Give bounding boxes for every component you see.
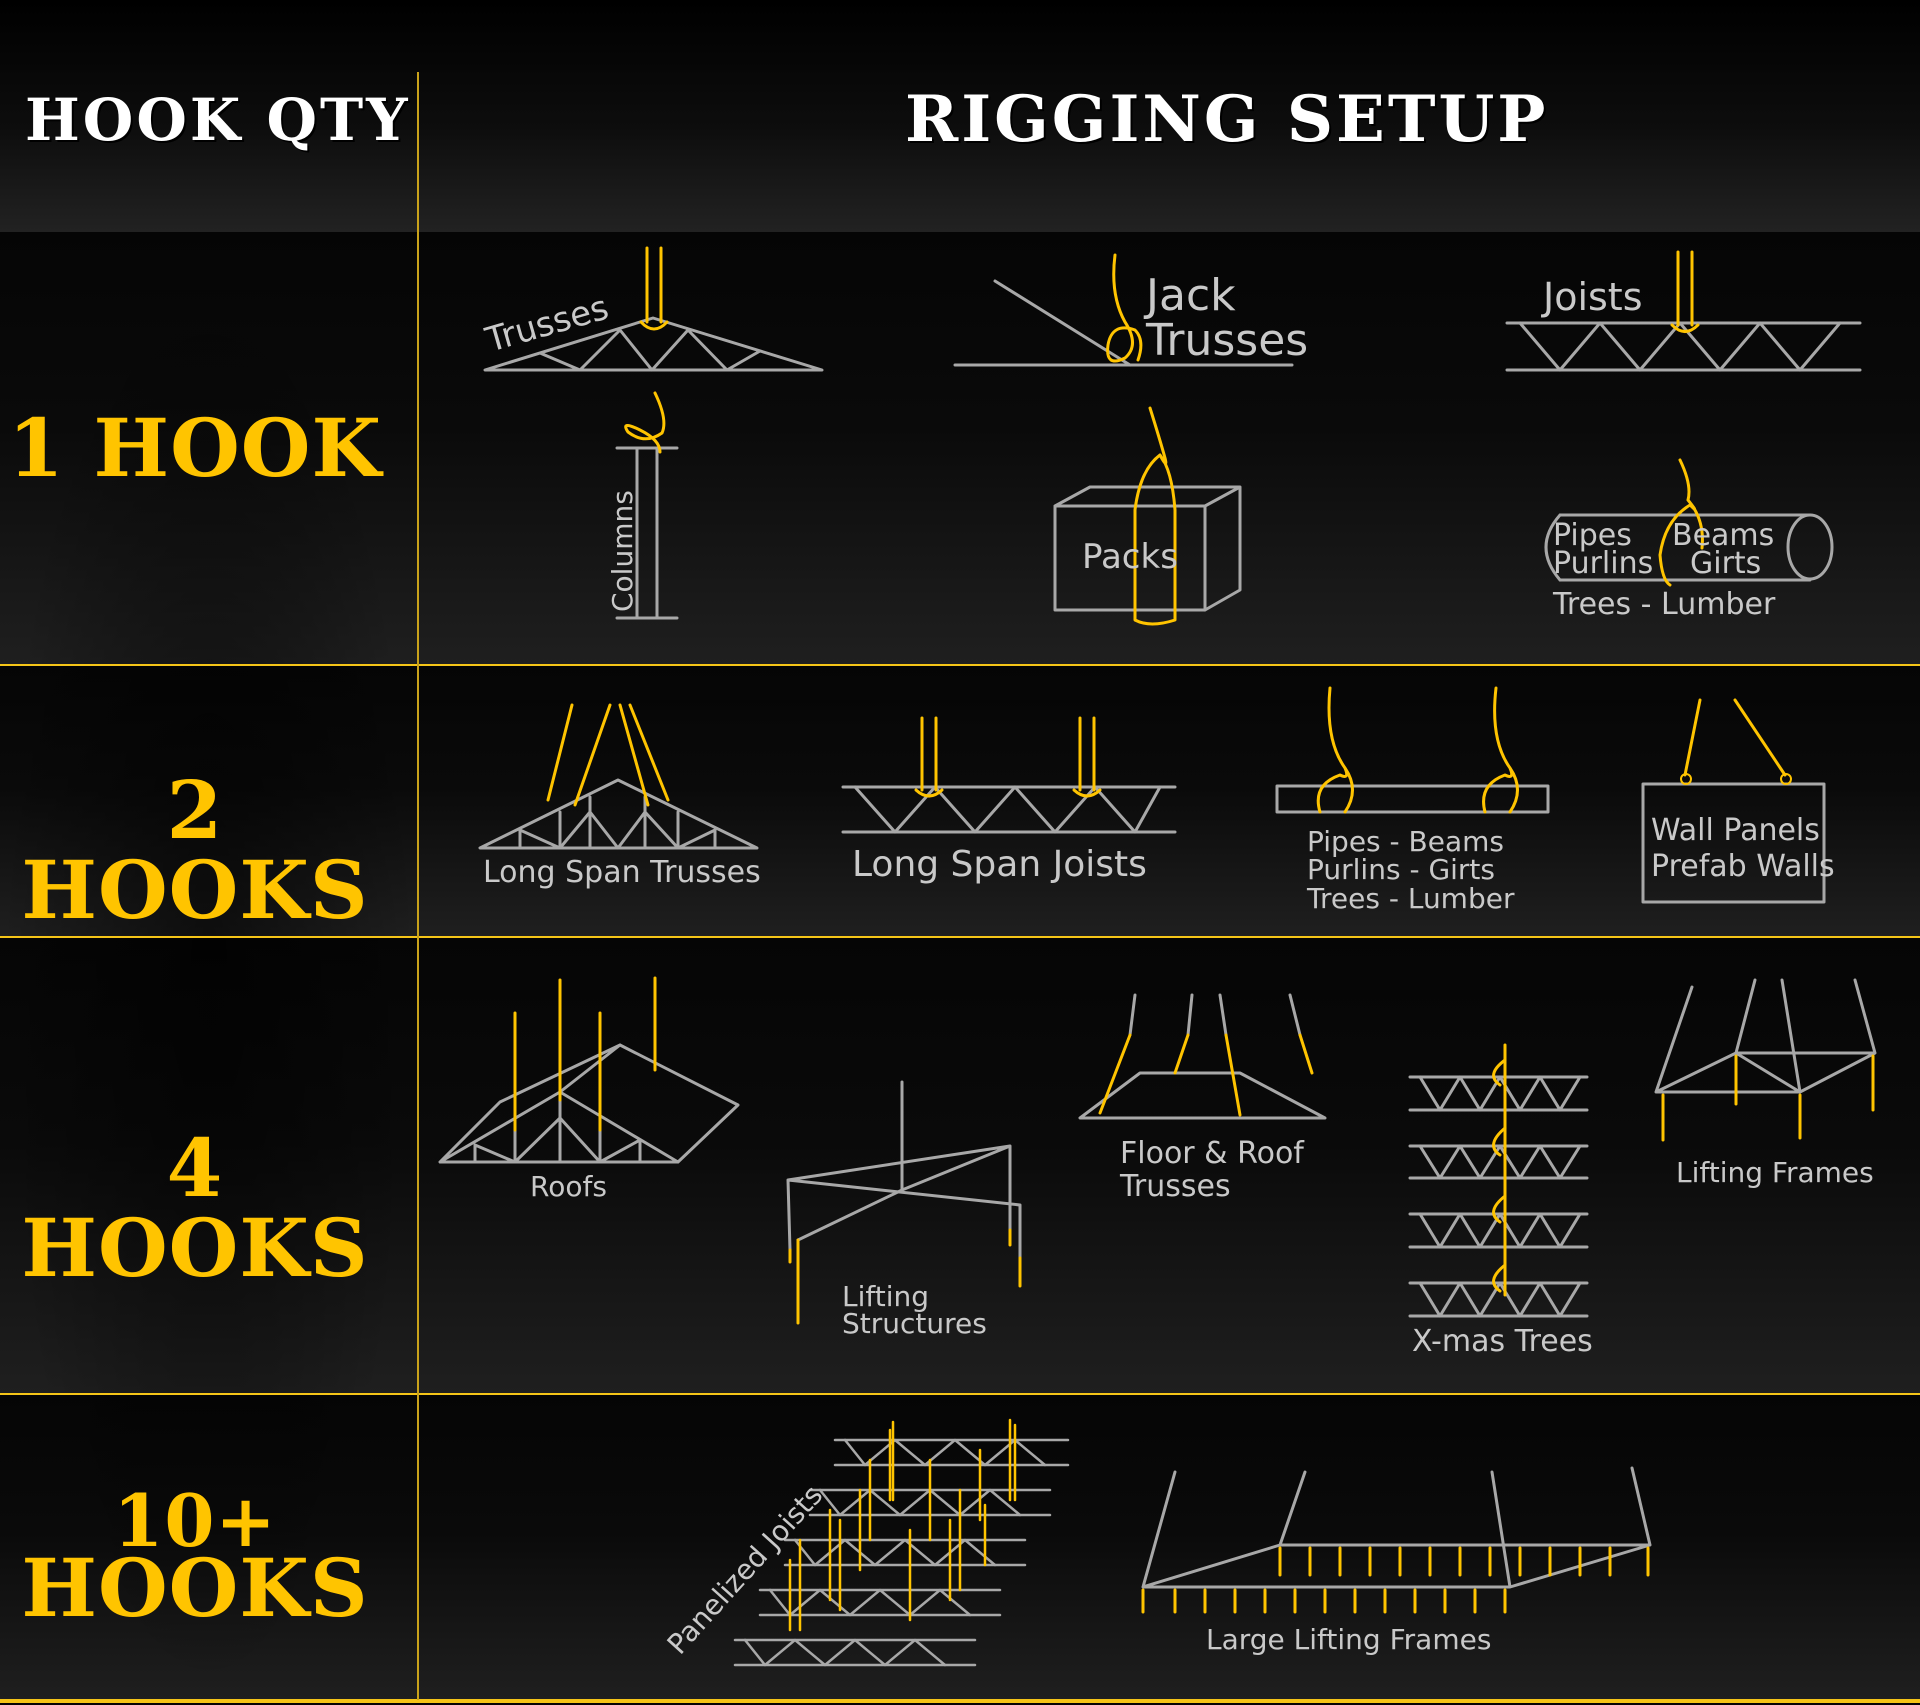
label-floor-roof: Floor & Roof bbox=[1120, 1136, 1305, 1171]
row-label-4-hooks: 4 HOOKS bbox=[21, 1121, 369, 1295]
label-purlins: Purlins bbox=[1553, 546, 1653, 581]
row-divider bbox=[0, 1393, 1920, 1395]
label-packs: Packs bbox=[1082, 537, 1178, 577]
column-1-hook: Columns bbox=[606, 391, 679, 620]
label-lifting-frames: Lifting Frames bbox=[1676, 1156, 1874, 1189]
jack-truss-1-hook: Jack Trusses bbox=[953, 253, 1308, 367]
row-divider bbox=[0, 664, 1920, 666]
row-label-10-hooks-line2: HOOKS bbox=[21, 1541, 369, 1635]
label-roofs: Roofs bbox=[530, 1170, 607, 1203]
label-joists: Joists bbox=[1541, 275, 1643, 319]
joist-1-hook: Joists bbox=[1505, 250, 1862, 372]
row-label-10-hooks-line1: 10+ bbox=[113, 1478, 277, 1563]
label-pipes-beams: Pipes - Beams bbox=[1307, 825, 1504, 858]
lifting-frame-4-hooks: Lifting Frames bbox=[1654, 978, 1877, 1189]
pipes-2-hooks: Pipes - Beams Purlins - Girts Trees - Lu… bbox=[1275, 686, 1550, 915]
hook-qty-column bbox=[0, 232, 418, 1702]
label-jack-trusses: Trusses bbox=[1145, 315, 1308, 366]
rigging-setup-heading: RIGGING SETUP bbox=[905, 82, 1549, 157]
label-panelized-joists: Panelized Joists bbox=[661, 1479, 830, 1661]
label-trees-lumber-2: Trees - Lumber bbox=[1306, 882, 1515, 915]
long-span-truss-2-hooks: Long Span Trusses bbox=[478, 703, 761, 890]
truss-1-hook: Trusses bbox=[480, 246, 824, 372]
label-beams: Beams bbox=[1672, 518, 1774, 553]
label-long-span-trusses: Long Span Trusses bbox=[483, 855, 761, 890]
wall-panel-2-hooks: Wall Panels Prefab Walls bbox=[1641, 698, 1835, 904]
column-divider bbox=[417, 72, 419, 1700]
lifting-structure-4-hooks: Lifting Structures bbox=[786, 1080, 1022, 1340]
roof-4-hooks: Roofs bbox=[438, 976, 740, 1203]
label-structures: Structures bbox=[842, 1307, 987, 1340]
row-divider bbox=[0, 936, 1920, 938]
label-jack: Jack bbox=[1143, 270, 1236, 321]
xmas-tree-4-hooks: X-mas Trees bbox=[1408, 1043, 1593, 1359]
large-lifting-frame-10-hooks: Large Lifting Frames bbox=[1141, 1466, 1652, 1656]
label-xmas-trees: X-mas Trees bbox=[1412, 1324, 1593, 1359]
long-span-joist-2-hooks: Long Span Joists bbox=[841, 716, 1177, 885]
label-purlins-girts: Purlins - Girts bbox=[1307, 853, 1495, 886]
label-prefab-walls: Prefab Walls bbox=[1651, 849, 1835, 884]
packs-1-hook: Packs bbox=[1053, 406, 1242, 626]
label-wall-panels: Wall Panels bbox=[1651, 813, 1820, 848]
label-girts: Girts bbox=[1690, 546, 1761, 581]
hook-qty-heading: HOOK QTY bbox=[25, 86, 411, 154]
pipes-1-hook: Pipes Purlins Beams Girts Trees - Lumber bbox=[1544, 458, 1834, 622]
label-pipes: Pipes bbox=[1553, 518, 1632, 553]
label-trees-lumber: Trees - Lumber bbox=[1552, 587, 1776, 622]
label-floor-trusses: Trusses bbox=[1119, 1169, 1231, 1204]
row-label-2-hooks: 2 HOOKS bbox=[21, 763, 369, 937]
row-label-1-hook: 1 HOOK bbox=[7, 401, 382, 495]
label-large-lifting-frames: Large Lifting Frames bbox=[1206, 1623, 1491, 1656]
label-long-span-joists: Long Span Joists bbox=[852, 844, 1147, 885]
floor-roof-truss-4-hooks: Floor & Roof Trusses bbox=[1078, 993, 1327, 1204]
panelized-joists-10-hooks: Panelized Joists bbox=[661, 1418, 1070, 1667]
bottom-border bbox=[0, 1699, 1920, 1703]
label-lifting: Lifting bbox=[842, 1280, 929, 1313]
label-columns: Columns bbox=[606, 490, 639, 612]
header-band bbox=[0, 0, 1920, 232]
